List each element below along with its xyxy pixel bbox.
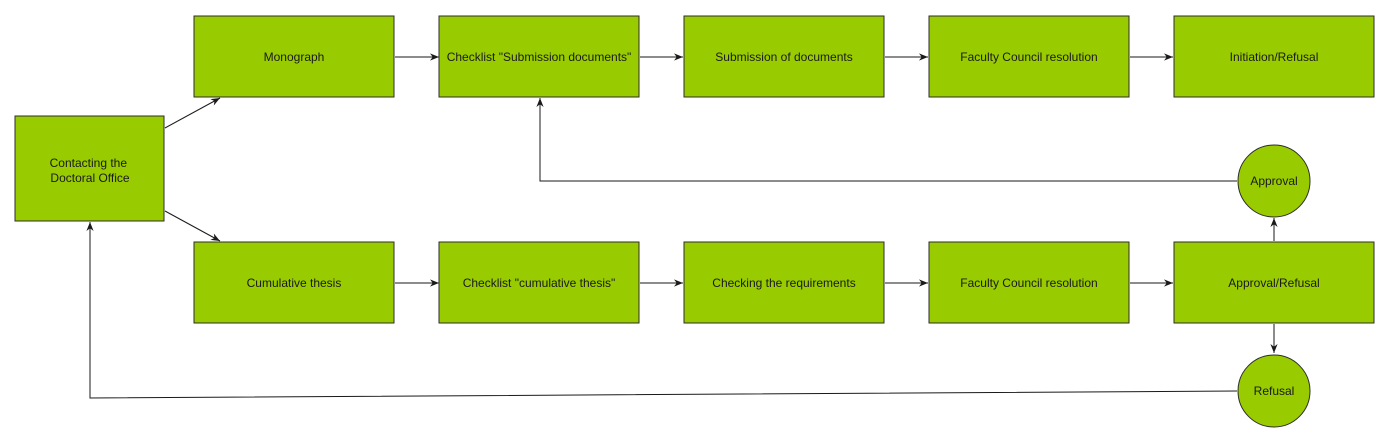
edge-refusal-to-contacting <box>86 222 1238 399</box>
node-refusal-label: Refusal <box>1254 384 1295 398</box>
node-approval-label: Approval <box>1250 174 1297 188</box>
edges <box>86 53 1278 399</box>
node-monograph[interactable]: Monograph <box>193 15 395 98</box>
node-initiation[interactable]: Initiation/Refusal <box>1173 15 1375 98</box>
node-cumulative[interactable]: Cumulative thesis <box>193 241 395 324</box>
node-checking[interactable]: Checking the requirements <box>683 241 885 324</box>
node-checklist-cumulative[interactable]: Checklist "cumulative thesis" <box>438 241 640 324</box>
edge-contacting-to-cumulative <box>164 210 221 242</box>
node-cumulative-label: Cumulative thesis <box>247 276 342 290</box>
nodes: Contacting the Doctoral Office Monograph… <box>14 15 1375 428</box>
node-faculty-top[interactable]: Faculty Council resolution <box>928 15 1130 98</box>
edge-approval-to-checklist-submission <box>536 98 1237 182</box>
node-contacting-label-line2: Doctoral Office <box>50 171 129 185</box>
node-submission[interactable]: Submission of documents <box>683 15 885 98</box>
node-contacting-label: Contacting the Doctoral Office <box>50 156 131 185</box>
node-approval-refusal[interactable]: Approval/Refusal <box>1173 241 1375 324</box>
node-faculty-bottom-label: Faculty Council resolution <box>960 276 1097 290</box>
node-checklist-submission[interactable]: Checklist "Submission documents" <box>438 15 640 98</box>
node-contacting-label-line1: Contacting the <box>50 156 128 170</box>
node-contacting[interactable]: Contacting the Doctoral Office <box>14 115 165 222</box>
node-refusal[interactable]: Refusal <box>1237 354 1311 428</box>
node-checklist-submission-label: Checklist "Submission documents" <box>447 50 632 64</box>
node-initiation-label: Initiation/Refusal <box>1230 50 1319 64</box>
node-approval-refusal-label: Approval/Refusal <box>1228 276 1319 290</box>
node-faculty-bottom[interactable]: Faculty Council resolution <box>928 241 1130 324</box>
node-checklist-cumulative-label: Checklist "cumulative thesis" <box>463 276 616 290</box>
node-approval[interactable]: Approval <box>1237 144 1311 218</box>
node-submission-label: Submission of documents <box>715 50 852 64</box>
node-faculty-top-label: Faculty Council resolution <box>960 50 1097 64</box>
edge-contacting-to-monograph <box>164 97 221 129</box>
node-monograph-label: Monograph <box>264 50 325 64</box>
node-checking-label: Checking the requirements <box>712 276 855 290</box>
